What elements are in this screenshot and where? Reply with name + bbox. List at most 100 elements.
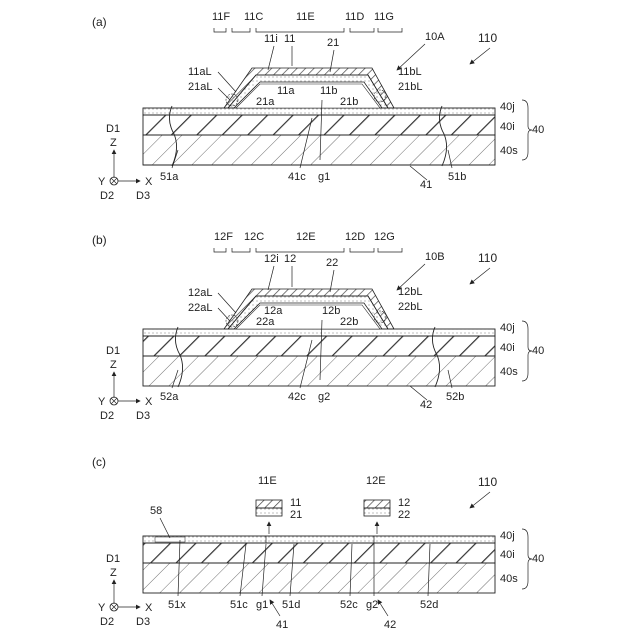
svg-text:22: 22: [398, 509, 410, 521]
svg-text:D2: D2: [100, 410, 114, 422]
svg-text:21: 21: [290, 509, 302, 521]
svg-text:40: 40: [532, 345, 544, 357]
panel-c: (c) 110 11E 11 21 12E 12 22 58 51x 51: [92, 455, 544, 631]
svg-text:12F: 12F: [214, 231, 233, 243]
svg-text:g1: g1: [256, 599, 268, 611]
svg-text:11E: 11E: [258, 475, 277, 487]
svg-text:11a: 11a: [277, 85, 295, 97]
figure-number: 110: [478, 31, 497, 45]
svg-text:51x: 51x: [168, 599, 186, 611]
svg-text:X: X: [145, 176, 153, 188]
svg-text:11: 11: [284, 33, 295, 45]
panel-c-tag: (c): [92, 455, 106, 469]
svg-text:40: 40: [532, 553, 544, 565]
svg-text:Z: Z: [110, 567, 117, 579]
svg-text:52a: 52a: [160, 391, 179, 403]
svg-text:D3: D3: [136, 410, 150, 422]
top-labels-a: 11F 11C 11E 11D 11G: [212, 11, 402, 32]
svg-text:51a: 51a: [160, 171, 179, 183]
svg-text:D1: D1: [106, 553, 120, 565]
svg-text:12E: 12E: [366, 475, 386, 487]
svg-text:42: 42: [420, 399, 432, 411]
svg-text:12aL: 12aL: [188, 287, 212, 299]
svg-text:11: 11: [290, 497, 301, 509]
svg-text:12b: 12b: [322, 305, 340, 317]
svg-text:12D: 12D: [345, 231, 365, 243]
svg-text:21: 21: [327, 37, 339, 49]
svg-text:40: 40: [532, 124, 544, 136]
figure-number-c: 110: [478, 475, 497, 489]
svg-text:22b: 22b: [340, 316, 358, 328]
layer-labels-a: 40j 40i 40s 40: [500, 100, 544, 160]
svg-text:51c: 51c: [230, 599, 248, 611]
svg-text:40i: 40i: [500, 342, 515, 354]
svg-text:51b: 51b: [448, 171, 466, 183]
svg-text:58: 58: [150, 505, 162, 517]
svg-text:52d: 52d: [420, 599, 438, 611]
svg-text:52b: 52b: [446, 391, 464, 403]
layer-40j-a: [143, 108, 495, 115]
svg-text:Z: Z: [110, 137, 117, 149]
svg-text:Y: Y: [98, 602, 106, 614]
layer-40i-c: [143, 543, 495, 563]
chip-12E: 12E 12 22: [364, 475, 410, 534]
svg-text:40s: 40s: [500, 145, 518, 157]
svg-text:12E: 12E: [296, 231, 316, 243]
svg-text:40j: 40j: [500, 101, 515, 113]
svg-text:40j: 40j: [500, 530, 515, 542]
top-labels-b: 12F 12C 12E 12D 12G: [214, 231, 402, 252]
svg-text:11bL: 11bL: [398, 66, 422, 78]
svg-text:21bL: 21bL: [398, 81, 422, 93]
panel-a: (a) 11F 11C 11E 11D 11G 10A 11i 11 21 11…: [92, 11, 544, 202]
svg-text:D1: D1: [106, 123, 120, 135]
svg-text:51d: 51d: [282, 599, 300, 611]
svg-text:X: X: [145, 602, 153, 614]
svg-text:42: 42: [384, 619, 396, 631]
svg-text:22aL: 22aL: [188, 302, 212, 314]
svg-text:12: 12: [398, 497, 410, 509]
svg-text:12: 12: [284, 253, 296, 265]
svg-text:21aL: 21aL: [188, 81, 212, 93]
svg-text:11C: 11C: [244, 11, 263, 23]
svg-text:12bL: 12bL: [398, 286, 422, 298]
svg-text:42c: 42c: [288, 391, 306, 403]
layer-40j-c: [143, 536, 495, 543]
svg-text:Y: Y: [98, 176, 106, 188]
svg-text:D3: D3: [136, 190, 150, 202]
layer-40j-b: [143, 329, 495, 336]
panel-b-tag: (b): [92, 233, 107, 247]
svg-text:22a: 22a: [256, 316, 275, 328]
layer-labels-c: 40j 40i 40s 40: [500, 529, 544, 589]
svg-text:11E: 11E: [296, 11, 315, 23]
svg-text:D2: D2: [100, 616, 114, 628]
svg-text:40s: 40s: [500, 573, 518, 585]
svg-text:22bL: 22bL: [398, 301, 422, 313]
svg-text:12C: 12C: [244, 231, 264, 243]
panel-b: (b) 110 12F 12C 12E 12D 12G 10B 12i 12 2…: [92, 231, 544, 422]
svg-text:11D: 11D: [345, 11, 364, 23]
figure-number-b: 110: [478, 251, 497, 265]
svg-text:11b: 11b: [320, 85, 338, 97]
layer-labels-b: 40j 40i 40s 40: [500, 321, 544, 381]
svg-text:41c: 41c: [288, 171, 306, 183]
svg-text:Z: Z: [110, 359, 117, 371]
chip-11E: 11E 11 21: [256, 475, 302, 534]
svg-text:40j: 40j: [500, 322, 515, 334]
svg-text:52c: 52c: [340, 599, 358, 611]
svg-text:22: 22: [326, 257, 338, 269]
svg-text:21a: 21a: [256, 96, 275, 108]
svg-text:40s: 40s: [500, 366, 518, 378]
layer-40s-b: [143, 356, 495, 386]
svg-text:11F: 11F: [212, 11, 230, 23]
svg-text:21b: 21b: [340, 96, 358, 108]
svg-text:g2: g2: [318, 391, 330, 403]
svg-text:g2: g2: [366, 599, 378, 611]
svg-text:41: 41: [420, 179, 432, 191]
svg-text:g1: g1: [318, 171, 330, 183]
svg-text:11i: 11i: [264, 33, 278, 45]
svg-text:D3: D3: [136, 616, 150, 628]
svg-text:12G: 12G: [374, 231, 395, 243]
svg-text:40i: 40i: [500, 121, 515, 133]
svg-text:D2: D2: [100, 190, 114, 202]
